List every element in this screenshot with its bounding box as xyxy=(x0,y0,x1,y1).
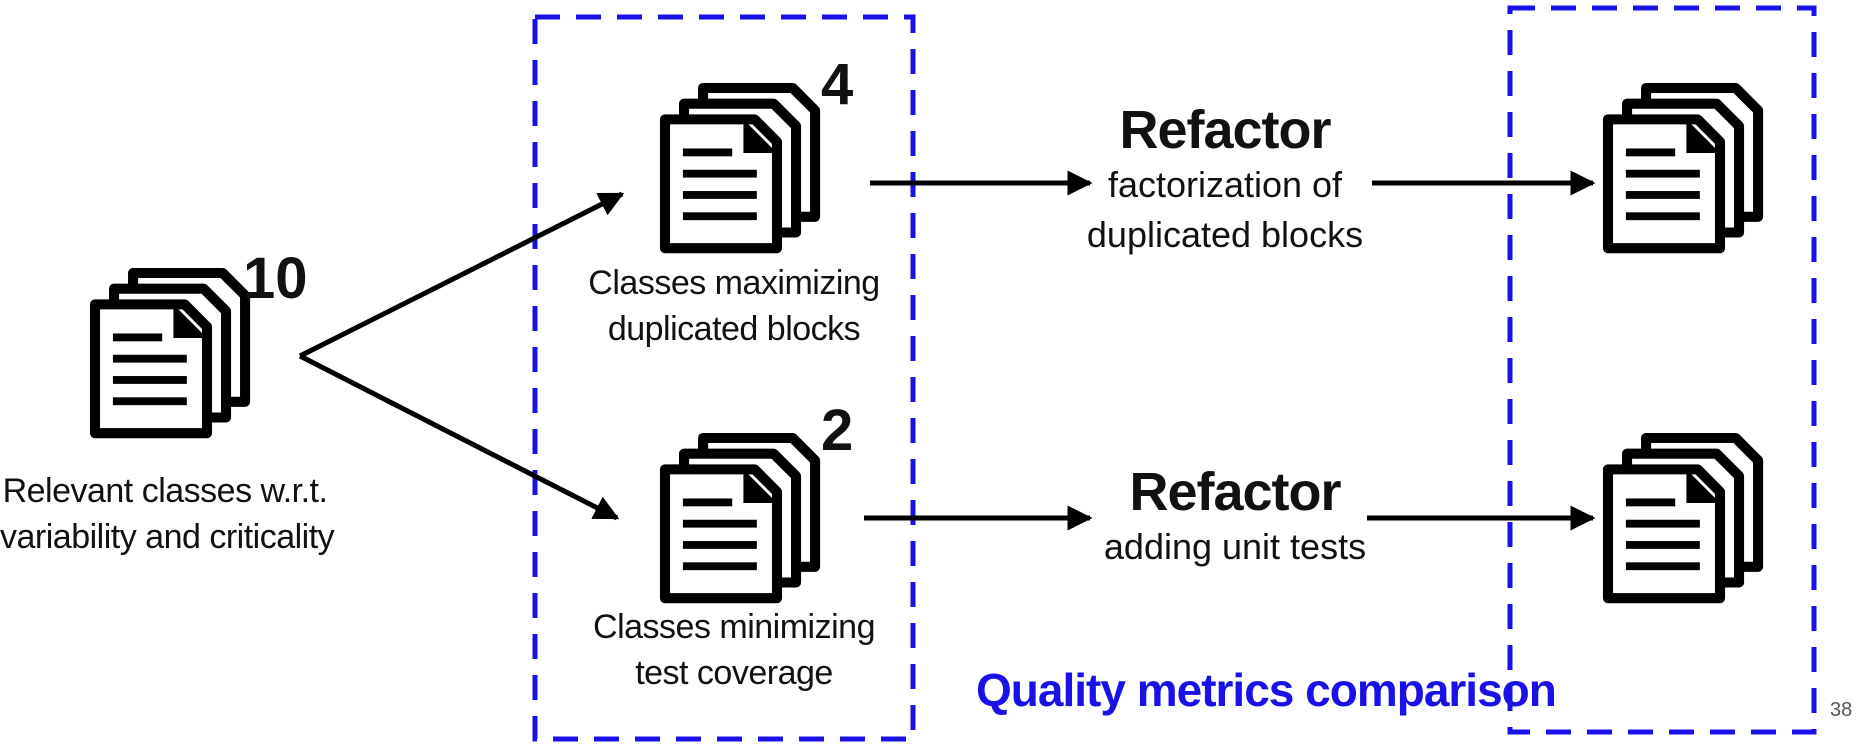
refactor-top: Refactor factorization of duplicated blo… xyxy=(1075,100,1375,260)
refactor-bottom: Refactor adding unit tests xyxy=(1085,462,1385,572)
coverage-document-stack-icon xyxy=(665,438,815,598)
duplicated-count: 4 xyxy=(821,52,854,117)
refactor-bottom-title: Refactor xyxy=(1129,462,1341,522)
input-document-stack-icon xyxy=(95,273,245,433)
coverage-label-line-1: Classes minimizing xyxy=(593,608,875,646)
middle-dashed-box xyxy=(532,14,916,742)
input-label-line-2: variability and criticality xyxy=(0,518,335,556)
right-dashed-box xyxy=(1507,5,1817,735)
output-top-document-stack-icon xyxy=(1608,88,1758,248)
refactor-top-title: Refactor xyxy=(1119,100,1331,160)
input-label-line-1: Relevant classes w.r.t. xyxy=(2,472,328,510)
refactor-top-subtitle-line-1: factorization of xyxy=(1107,164,1343,205)
refactor-bottom-subtitle: adding unit tests xyxy=(1103,526,1367,567)
coverage-label: Classes minimizing test coverage xyxy=(584,604,884,696)
coverage-label-line-2: test coverage xyxy=(635,654,833,692)
arrow-to-duplicated xyxy=(298,191,625,359)
duplicated-document-stack-icon xyxy=(665,88,815,248)
duplicated-label-line-1: Classes maximizing xyxy=(588,264,880,302)
duplicated-label: Classes maximizing duplicated blocks xyxy=(584,260,884,352)
input-count: 10 xyxy=(243,246,308,311)
quality-metrics-label: Quality metrics comparison xyxy=(976,664,1557,716)
duplicated-label-line-2: duplicated blocks xyxy=(607,310,861,348)
page-number: 38 xyxy=(1830,699,1853,721)
output-bottom-document-stack-icon xyxy=(1608,438,1758,598)
coverage-count: 2 xyxy=(821,398,854,463)
input-label: Relevant classes w.r.t. variability and … xyxy=(0,468,335,560)
refactor-top-subtitle-line-2: duplicated blocks xyxy=(1086,214,1364,255)
arrow-to-coverage xyxy=(298,353,620,521)
